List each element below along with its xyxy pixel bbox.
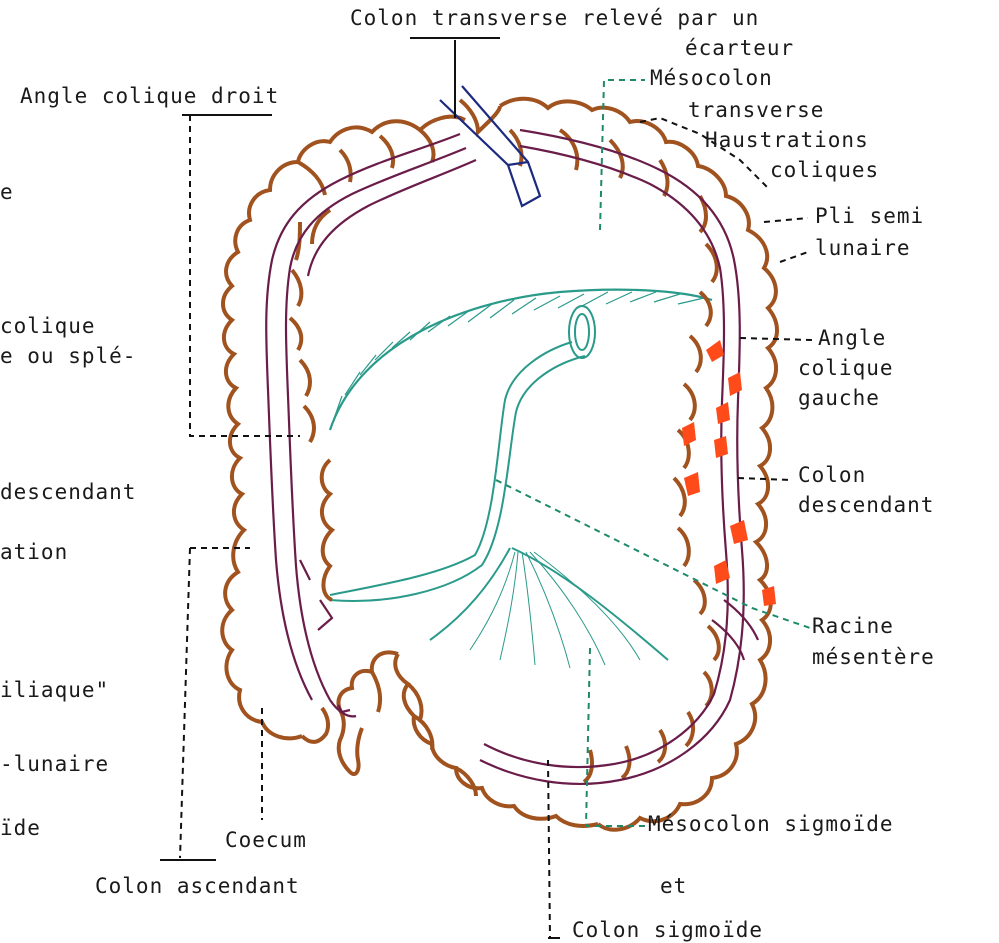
label-angle-gauche-3: gauche xyxy=(798,388,880,409)
mesocolon-transverse-fringe xyxy=(330,290,712,430)
racine-mesentere-stump xyxy=(330,306,595,601)
leader-lines-green xyxy=(496,80,810,826)
label-racine-2: mésentère xyxy=(812,647,935,668)
colon-inner-lines xyxy=(266,130,758,784)
label-colon-transverse-2: écarteur xyxy=(685,38,794,59)
label-left-cut-3: e ou splé- xyxy=(0,346,136,367)
label-left-cut-8: ïde xyxy=(0,818,41,839)
label-mesocolon-transverse-1: Mésocolon xyxy=(650,68,773,89)
label-haustrations-2: coliques xyxy=(770,160,879,181)
label-colon-sigmoide: Colon sigmoïde xyxy=(572,920,763,941)
mesocolon-sigmoide-fan xyxy=(430,548,668,668)
label-left-cut-6: iliaque" xyxy=(0,680,109,701)
label-colon-descendant-2: descendant xyxy=(798,495,934,516)
label-angle-colique-droit: Angle colique droit xyxy=(20,86,279,107)
label-angle-gauche-1: Angle xyxy=(818,328,886,349)
label-haustrations-1: Haustrations xyxy=(705,130,869,151)
label-left-cut-1: e xyxy=(0,182,14,203)
label-mesocolon-sigmoide: Mésocolon sigmoïde xyxy=(648,814,894,835)
label-et: et xyxy=(660,876,687,897)
appendices-epiploiques xyxy=(682,340,776,606)
label-left-cut-7: -lunaire xyxy=(0,754,109,775)
label-left-cut-2: colique xyxy=(0,316,96,337)
label-coecum: Coecum xyxy=(225,830,307,851)
label-pli-semi-1: Pli semi xyxy=(815,206,924,227)
label-mesocolon-transverse-2: transverse xyxy=(688,100,824,121)
label-colon-transverse-1: Colon transverse relevé par un xyxy=(350,8,759,29)
label-angle-gauche-2: colique xyxy=(798,358,894,379)
label-left-cut-4: descendant xyxy=(0,482,136,503)
colon-wall xyxy=(222,99,777,830)
label-colon-descendant-1: Colon xyxy=(798,465,866,486)
label-pli-semi-2: lunaire xyxy=(815,238,911,259)
label-racine-1: Racine xyxy=(812,616,894,637)
label-left-cut-5: ation xyxy=(0,542,68,563)
label-colon-ascendant: Colon ascendant xyxy=(95,876,300,897)
